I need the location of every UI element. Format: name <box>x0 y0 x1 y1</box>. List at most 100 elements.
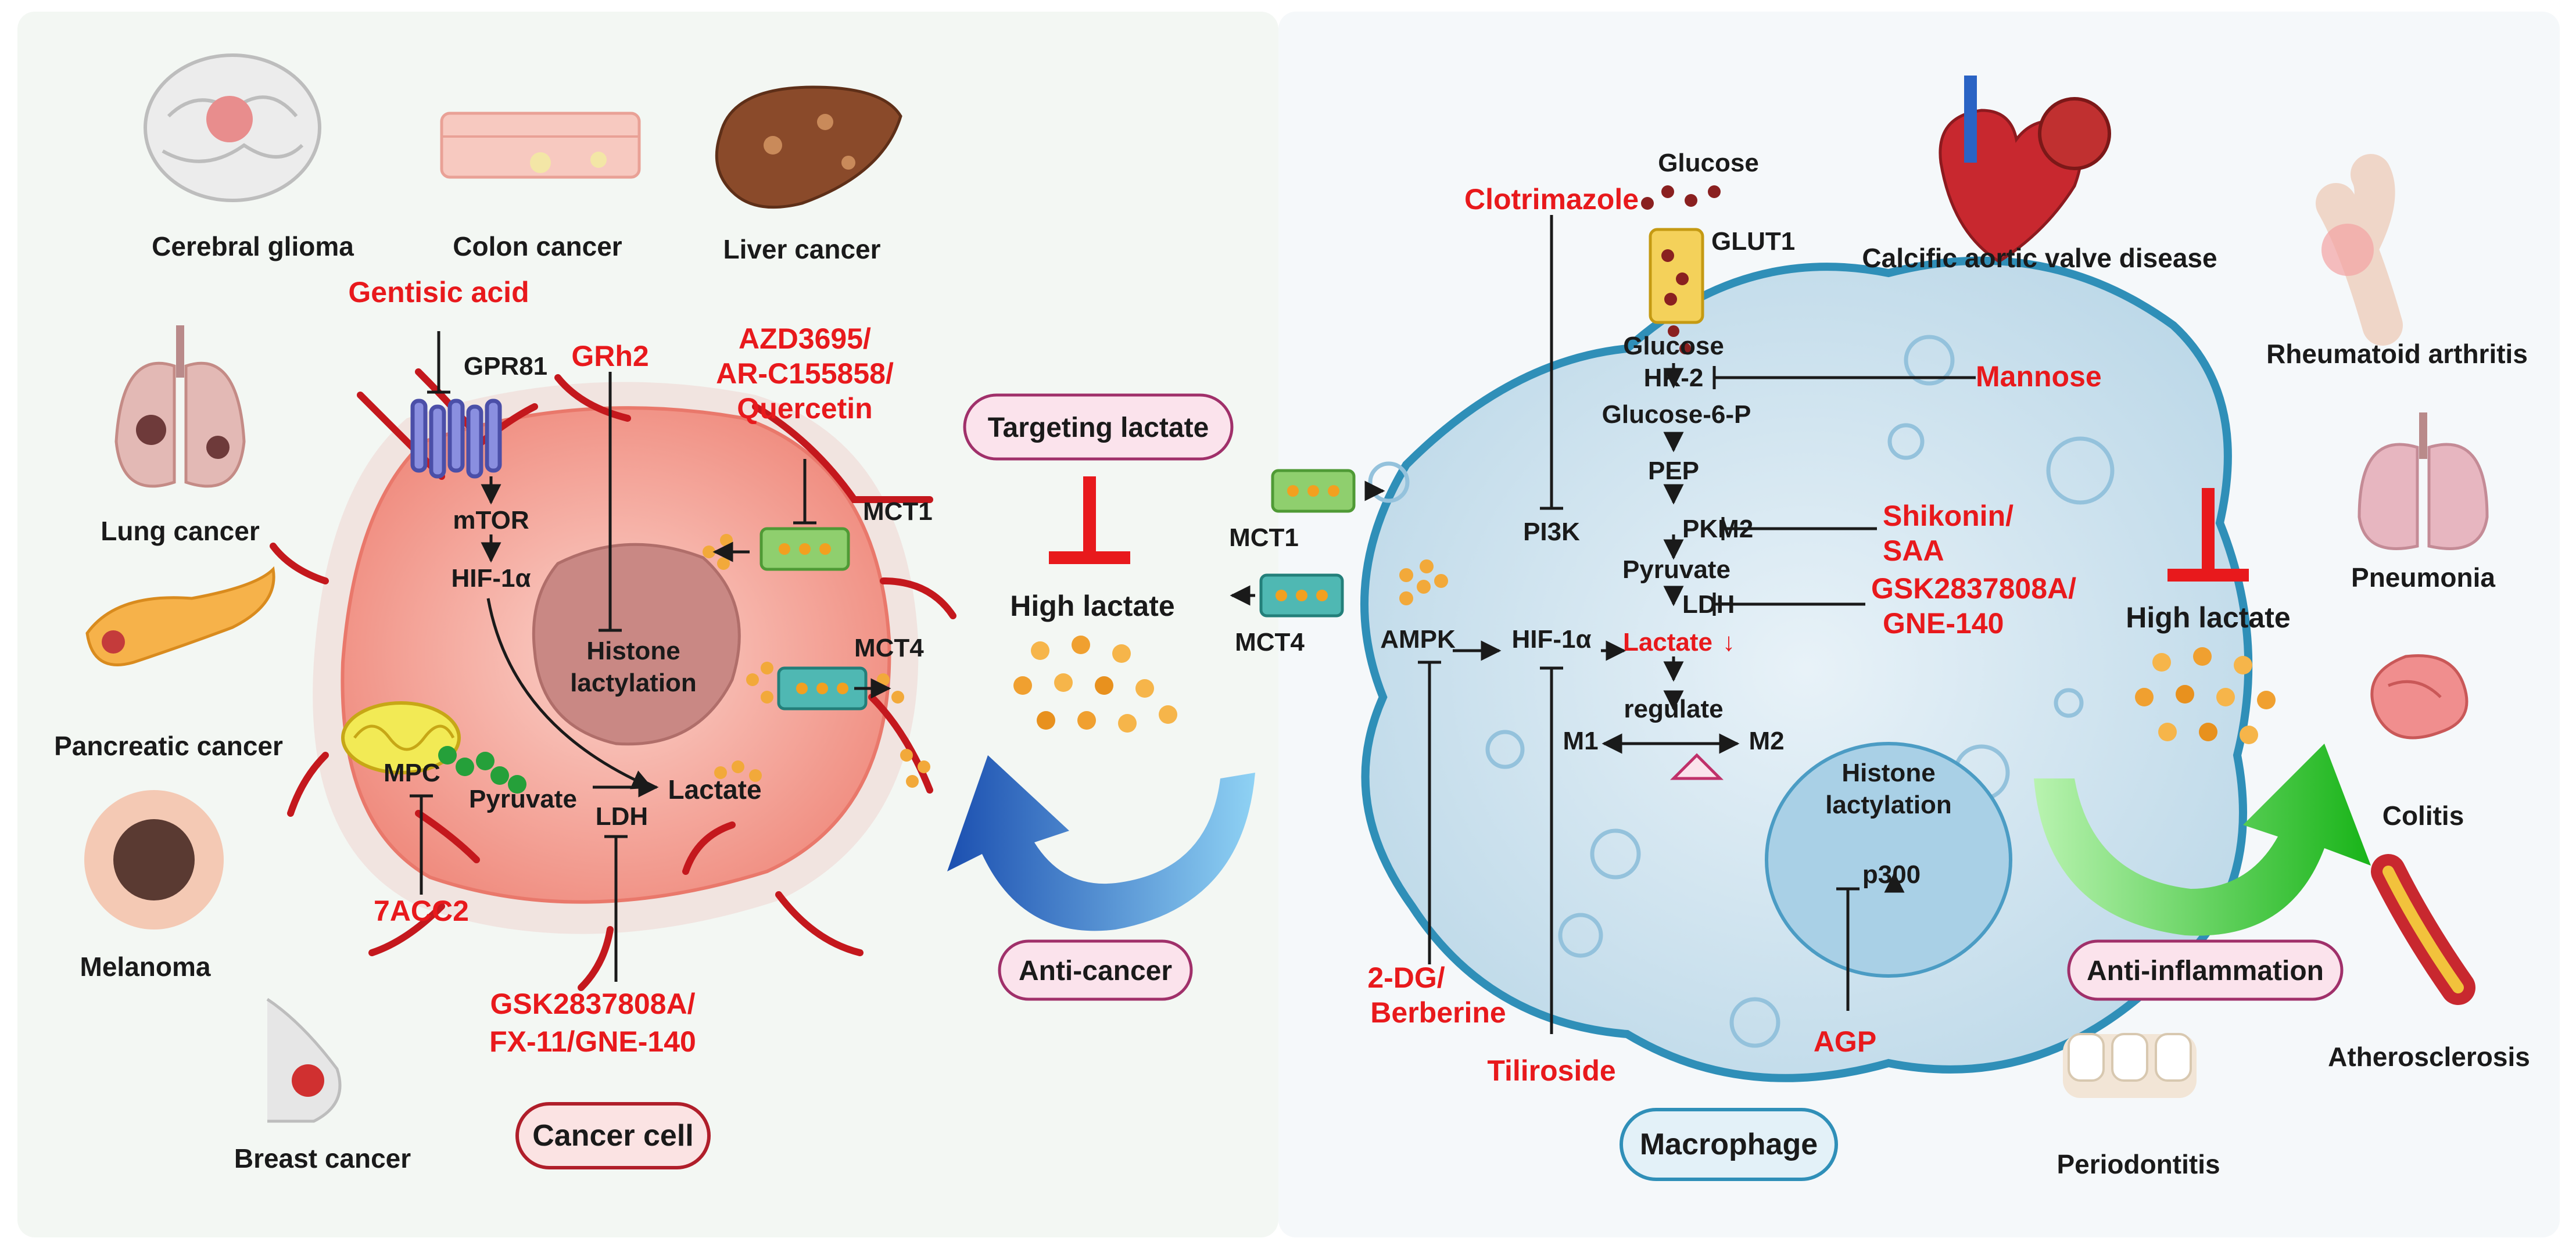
label-atherosclerosis: Atherosclerosis <box>2328 1042 2530 1072</box>
cancer-mtor-label: mTOR <box>453 506 529 534</box>
drug-gentisic-acid: Gentisic acid <box>348 276 529 308</box>
gpr81-label: GPR81 <box>464 352 547 381</box>
mac-regulate: regulate <box>1624 695 1723 723</box>
label-colitis: Colitis <box>2382 801 2464 831</box>
cancer-mct4-transporter <box>777 666 868 710</box>
drug-agp: AGP <box>1814 1025 1876 1058</box>
drug-grh2: GRh2 <box>571 340 649 372</box>
anti-inflammation-pill: Anti-inflammation <box>2067 939 2344 1001</box>
drug-berberine: Berberine <box>1370 996 1506 1029</box>
mac-m1: M1 <box>1563 727 1598 755</box>
label-lung-cancer: Lung cancer <box>101 516 260 546</box>
targeting-lactate-pill: Targeting lactate <box>963 393 1234 461</box>
knee-icon <box>2316 154 2403 346</box>
label-cavd: Calcific aortic valve disease <box>1862 243 2217 273</box>
mac-histone-2: lactylation <box>1825 791 1952 819</box>
cancer-histone-label-1: Histone <box>586 637 680 665</box>
mac-pi3k: PI3K <box>1523 518 1580 546</box>
label-colon-cancer: Colon cancer <box>453 231 622 261</box>
mac-glucose-out: Glucose <box>1658 149 1759 177</box>
macrophage-pathway-arrows <box>1230 215 1976 1034</box>
mac-pep: PEP <box>1648 457 1699 485</box>
mac-ampk: AMPK <box>1380 625 1456 654</box>
drug-gsk-mac-2: GNE-140 <box>1883 607 2004 640</box>
inhibit-bar-left <box>1049 476 1130 564</box>
drug-2dg: 2-DG/ <box>1367 961 1445 994</box>
cancer-mct4-label: MCT4 <box>854 634 924 662</box>
drug-gsk-cancer-2: FX-11/GNE-140 <box>489 1025 696 1058</box>
right-high-lactate: High lactate <box>2126 601 2290 634</box>
macrophage-title: Macrophage <box>1640 1128 1818 1161</box>
cancer-histone-label-2: lactylation <box>570 669 697 697</box>
label-periodontitis: Periodontitis <box>2056 1149 2220 1179</box>
drug-saa: SAA <box>1883 534 1944 567</box>
label-pancreatic-cancer: Pancreatic cancer <box>54 731 283 761</box>
mac-mct1: MCT1 <box>1229 523 1299 552</box>
mac-hk2: HK-2 <box>1644 364 1704 392</box>
drug-gsk-mac-1: GSK2837808A/ <box>1871 572 2076 605</box>
cancer-mct1-transporter <box>759 527 850 571</box>
breast-icon <box>266 997 342 1123</box>
mac-glut1: GLUT1 <box>1711 227 1795 256</box>
drug-gsk-cancer-1: GSK2837808A/ <box>490 988 695 1020</box>
mac-lactate: Lactate <box>1623 628 1712 656</box>
m1-m2-balance <box>1669 753 1724 780</box>
nucleus <box>532 543 741 746</box>
mac-ldh: LDH <box>1682 590 1735 619</box>
anti-cancer-arrow <box>947 755 1255 931</box>
label-rheumatoid-arthritis: Rheumatoid arthritis <box>2266 339 2528 369</box>
artery-icon <box>2371 854 2475 1005</box>
cancer-cell-pill: Cancer cell <box>515 1102 711 1169</box>
anti-inflammation-arrow <box>2034 744 2371 936</box>
cancer-cell-title: Cancer cell <box>532 1119 694 1153</box>
label-pneumonia: Pneumonia <box>2351 562 2495 593</box>
drug-quercetin: Quercetin <box>737 392 872 425</box>
middle-high-lactate: High lactate <box>1010 590 1174 622</box>
drug-7acc2: 7ACC2 <box>374 895 469 927</box>
heart-icon <box>1939 76 2111 263</box>
right-lactate-dots <box>2135 647 2276 744</box>
mitochondria <box>341 701 461 774</box>
cancer-mpc-label: MPC <box>384 759 440 787</box>
mac-g6p: Glucose-6-P <box>1602 400 1751 429</box>
mac-pyruvate: Pyruvate <box>1622 555 1731 584</box>
cancer-pyruvate-label: Pyruvate <box>469 785 577 813</box>
mac-mct4-transporter <box>1259 573 1344 618</box>
mac-pkm2: PKM2 <box>1682 515 1753 543</box>
anti-cancer-pill: Anti-cancer <box>998 939 1193 1001</box>
gpr81-receptor <box>410 399 502 479</box>
label-breast-cancer: Breast cancer <box>234 1143 411 1174</box>
mac-lactate-down-arrow: ↓ <box>1722 628 1735 656</box>
right-lung-icon <box>2358 412 2489 550</box>
macrophage-pill: Macrophage <box>1620 1108 1838 1181</box>
teeth-icon <box>2063 1033 2197 1098</box>
label-liver-cancer: Liver cancer <box>723 234 880 264</box>
cancer-pathway-arrows <box>410 331 891 982</box>
middle-lactate-dots <box>1013 636 1177 733</box>
cancer-hif-label: HIF-1α <box>451 564 531 593</box>
brain-icon <box>144 53 321 202</box>
mac-m2: M2 <box>1749 727 1784 755</box>
colon-icon <box>440 112 641 179</box>
targeting-lactate-label: Targeting lactate <box>988 412 1209 443</box>
drug-mannose: Mannose <box>1976 360 2102 393</box>
mac-glucose-in: Glucose <box>1623 332 1724 360</box>
mac-mct1-transporter <box>1271 469 1356 513</box>
label-melanoma: Melanoma <box>80 952 211 982</box>
inhibit-bar-right <box>2167 488 2249 582</box>
label-cerebral-glioma: Cerebral glioma <box>152 231 354 261</box>
mac-histone-1: Histone <box>1841 759 1935 787</box>
liver-icon <box>715 85 902 209</box>
lung-icon <box>114 325 246 488</box>
anti-inflammation-label: Anti-inflammation <box>2087 956 2324 986</box>
pyruvate-dots <box>438 746 526 794</box>
drug-arc155858: AR-C155858/ <box>716 357 894 390</box>
drug-shikonin: Shikonin/ <box>1883 500 2013 532</box>
drug-azd3695: AZD3695/ <box>739 322 871 355</box>
mac-p300: p300 <box>1862 860 1921 889</box>
cancer-mct1-label: MCT1 <box>863 497 933 526</box>
mac-mct4: MCT4 <box>1235 628 1305 656</box>
mac-lactate-dots <box>1399 559 1448 605</box>
